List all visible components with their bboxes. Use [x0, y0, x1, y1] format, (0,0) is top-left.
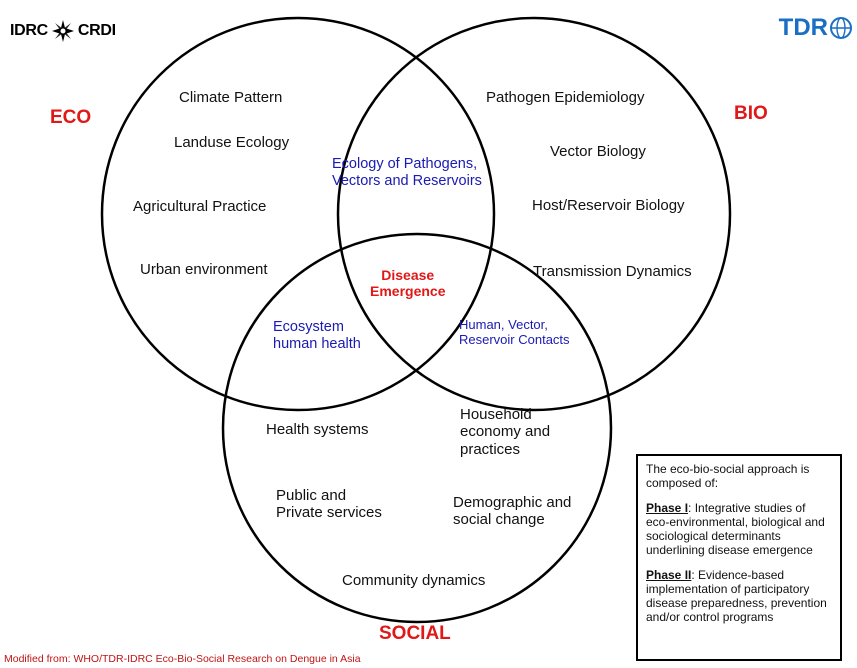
bio-item-host: Host/Reservoir Biology: [532, 197, 685, 214]
idrc-logo: IDRC CRDI: [10, 20, 116, 42]
idrc-logo-left: IDRC: [10, 21, 48, 39]
social-item-community: Community dynamics: [342, 572, 486, 589]
info-box: The eco-bio-social approach is composed …: [636, 454, 842, 661]
info-box-intro: The eco-bio-social approach is composed …: [646, 462, 810, 491]
social-item-demographic: Demographic and social change: [453, 494, 572, 529]
tdr-logo: TDR: [779, 14, 853, 42]
globe-icon: [830, 16, 852, 39]
bio-label: BIO: [734, 103, 768, 124]
eco-item-urban: Urban environment: [140, 261, 268, 278]
source-footer: Modified from: WHO/TDR-IDRC Eco-Bio-Soci…: [4, 653, 361, 665]
overlap-eco-bio: Ecology of Pathogens, Vectors and Reserv…: [332, 156, 482, 189]
bio-circle: [336, 16, 732, 412]
eco-circle: [100, 16, 496, 412]
bio-item-pathogen: Pathogen Epidemiology: [486, 89, 645, 106]
info-box-phase2: Phase II: Evidence-based implementation …: [646, 568, 827, 625]
social-label: SOCIAL: [379, 623, 451, 644]
social-item-public-services: Public and Private services: [276, 487, 382, 522]
overlap-bio-social: Human, Vector, Reservoir Contacts: [459, 317, 570, 347]
idrc-logo-right: CRDI: [77, 21, 116, 39]
overlap-eco-social: Ecosystem human health: [273, 319, 361, 352]
social-circle: [221, 232, 613, 624]
eco-item-landuse: Landuse Ecology: [174, 134, 290, 151]
overlap-center-disease-emergence: Disease Emergence: [370, 267, 446, 300]
bio-item-transmission: Transmission Dynamics: [533, 263, 692, 280]
eco-item-agriculture: Agricultural Practice: [133, 198, 267, 215]
eco-label: ECO: [50, 107, 92, 128]
idrc-star-icon: [51, 20, 74, 42]
bio-item-vector: Vector Biology: [550, 143, 646, 160]
info-box-phase1: Phase I: Integrative studies of eco-envi…: [646, 501, 825, 558]
social-item-household: Household economy and practices: [460, 406, 551, 458]
social-item-health-systems: Health systems: [266, 421, 369, 438]
tdr-logo-text: TDR: [778, 14, 828, 41]
eco-item-climate: Climate Pattern: [179, 89, 283, 106]
